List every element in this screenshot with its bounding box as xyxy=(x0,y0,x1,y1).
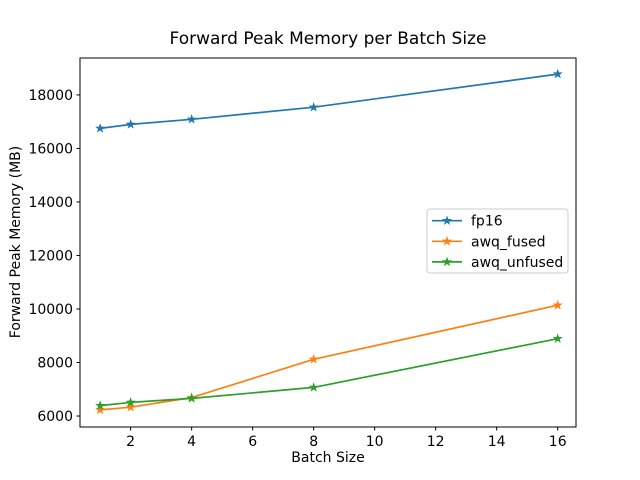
x-tick-label: 2 xyxy=(126,434,135,450)
legend-marker-awq_unfused xyxy=(441,256,453,267)
y-tick-label: 8000 xyxy=(37,356,73,372)
awq_unfused-marker xyxy=(552,333,563,343)
legend-marker-fp16 xyxy=(441,215,453,225)
x-tick-label: 14 xyxy=(488,434,506,450)
awq_unfused-marker xyxy=(186,393,197,403)
awq_unfused-marker xyxy=(125,397,136,407)
awq_fused-marker xyxy=(95,404,106,415)
plot-frame xyxy=(79,57,577,428)
x-tick-label: 8 xyxy=(309,434,318,450)
legend-box xyxy=(426,208,569,274)
legend-label-awq_fused: awq_fused xyxy=(471,234,546,250)
x-tick-label: 12 xyxy=(427,434,445,450)
x-axis-label: Batch Size xyxy=(291,450,364,466)
chart-title: Forward Peak Memory per Batch Size xyxy=(170,29,487,49)
x-tick-label: 4 xyxy=(187,434,196,450)
fp16-marker xyxy=(95,123,106,133)
awq_fused-marker xyxy=(308,354,319,364)
plot-area: 2 4 6 8 10 12 14 16 6000 8000 10000 12000 14000 16000… xyxy=(28,57,577,450)
x-tick-label: 6 xyxy=(248,434,257,450)
awq_unfused-marker xyxy=(308,382,319,392)
x-tick-label: 16 xyxy=(549,434,567,450)
y-tick-label: 6000 xyxy=(37,409,73,425)
fp16-marker xyxy=(125,119,136,129)
awq_fused-marker xyxy=(552,299,563,310)
legend-label-awq_unfused: awq_unfused xyxy=(471,255,563,271)
y-tick-label: 18000 xyxy=(28,88,73,104)
fp16-marker xyxy=(308,101,319,112)
y-tick-label: 14000 xyxy=(28,195,73,211)
fp16-line xyxy=(99,73,558,130)
fp16-marker xyxy=(186,113,197,124)
y-axis-label: Forward Peak Memory (MB) xyxy=(8,146,24,338)
legend-label-fp16: fp16 xyxy=(471,214,503,230)
y-tick-label: 12000 xyxy=(28,248,73,264)
legend-marker-awq_fused xyxy=(441,236,453,246)
awq_unfused-marker xyxy=(95,400,106,410)
awq_fused-line xyxy=(100,304,558,411)
y-tick-label: 16000 xyxy=(28,141,73,157)
fp16-marker xyxy=(552,68,563,79)
awq_fused-marker xyxy=(125,401,136,412)
y-tick-label: 10000 xyxy=(28,302,73,318)
awq_unfused-line xyxy=(100,337,558,407)
x-tick-label: 10 xyxy=(366,434,384,450)
